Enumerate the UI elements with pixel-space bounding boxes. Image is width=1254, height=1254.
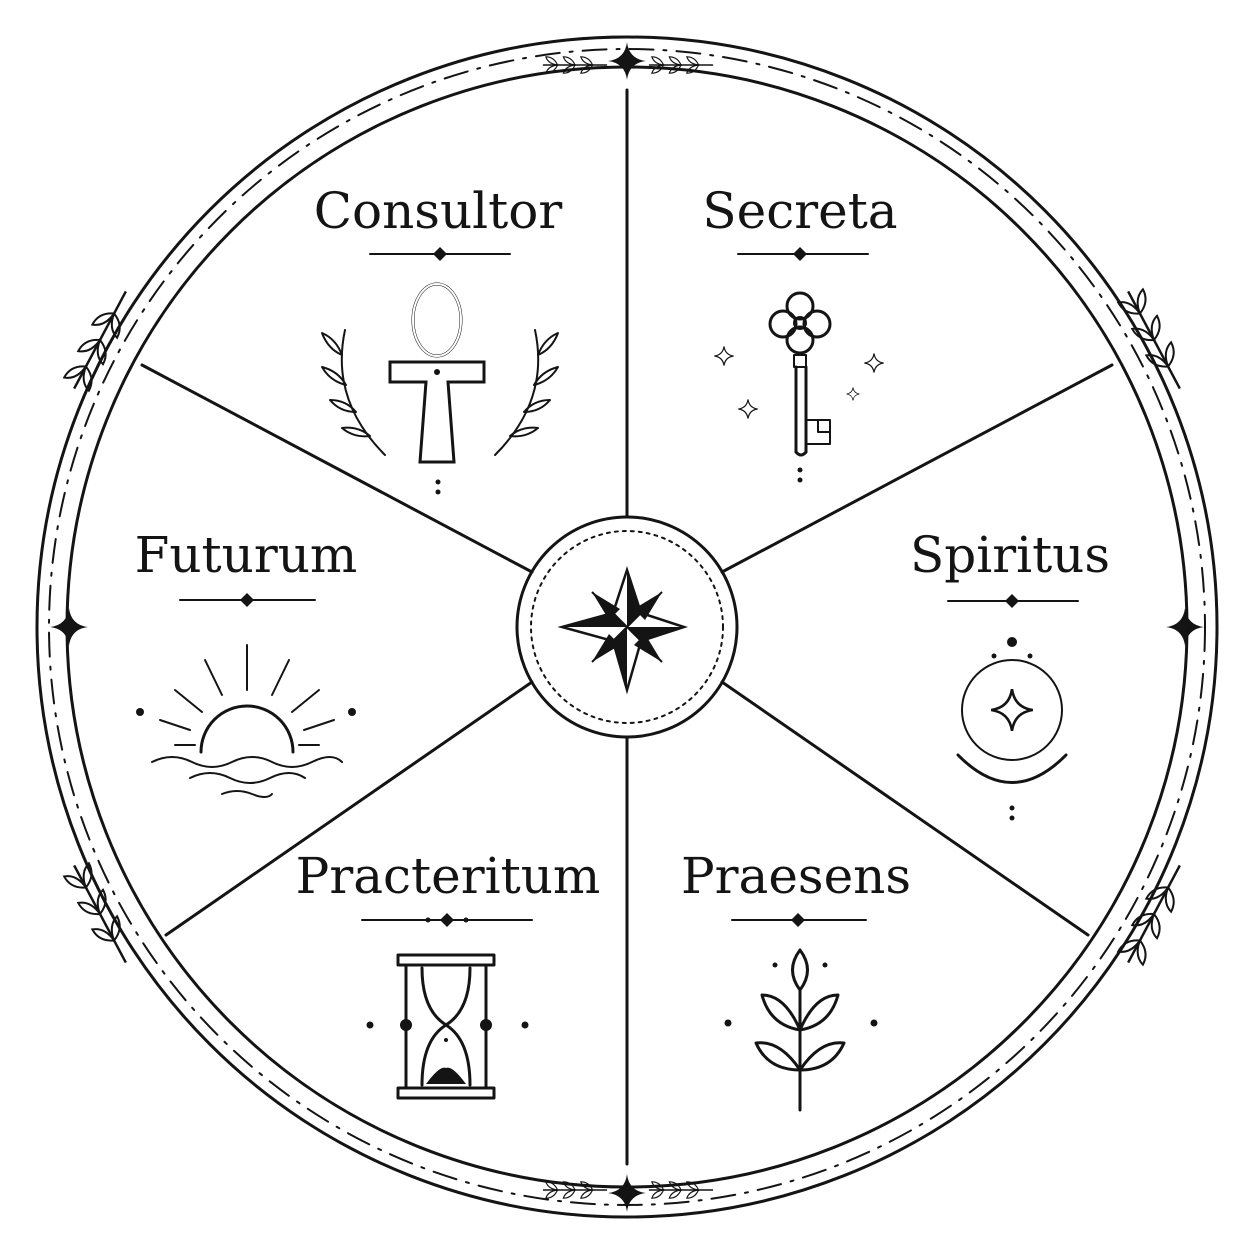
bottom-sparkle-icon [608,1174,646,1212]
segment-spiritus: Spiritus [910,526,1110,821]
sunrise-icon [136,644,356,798]
segment-secreta: Secreta [702,182,898,483]
label-secreta: Secreta [702,182,897,240]
right-laurel-icon [494,329,559,456]
sparkle-icon [713,345,735,367]
label-underline [731,913,867,927]
sparkle-icon [737,398,759,420]
divider-upper-left [140,363,534,574]
segment-practeritum: Practeritum [296,847,601,1100]
sparkle-icon [863,352,885,374]
sparkle-icon [846,387,860,401]
left-laurel-icon [321,329,386,456]
outer-circle [35,35,1219,1219]
right-sparkle-icon [1166,608,1204,646]
crescent-star-icon [956,637,1068,821]
left-sparkle-icon [50,608,88,646]
segment-dividers [140,88,1114,1166]
top-sparkle-icon [608,42,646,80]
label-futurum: Futurum [135,526,358,584]
compass-star-icon [557,565,689,695]
segment-consultor: Consultor [314,182,563,495]
segment-praesens: Praesens [681,847,911,1112]
hub-dotted-ring [530,530,724,724]
label-praesens: Praesens [681,847,911,905]
label-underline [947,594,1079,608]
label-spiritus: Spiritus [910,526,1110,584]
label-underline [369,247,511,261]
divider-upper-right [720,363,1114,574]
label-consultor: Consultor [314,182,563,240]
segment-futurum: Futurum [135,526,358,798]
sprout-icon [724,948,878,1112]
center-hub [515,515,739,739]
key-icon [768,291,832,483]
label-underline [737,247,869,261]
label-underline [179,593,316,607]
label-practeritum: Practeritum [296,847,601,905]
label-underline [361,913,533,927]
divider-lower-right [720,680,1090,937]
ankh-icon [388,282,486,495]
hourglass-icon [366,953,529,1100]
hub-circle [515,515,739,739]
divider-lower-left [164,680,534,937]
